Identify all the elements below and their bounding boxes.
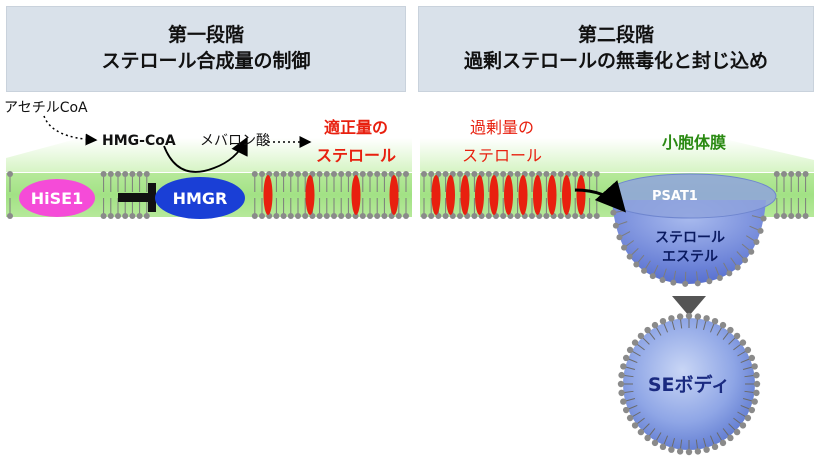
er-membrane-label: 小胞体膜 — [662, 133, 726, 152]
stage1-title: 第一段階 — [167, 24, 244, 47]
sterol-molecule — [460, 175, 470, 215]
sterol-molecule — [576, 175, 586, 215]
proper-sterol-label-2: ステロール — [316, 146, 396, 165]
bud-lipid-heads — [610, 209, 767, 287]
hmg-coa-label: HMG-CoA — [102, 133, 176, 149]
stage2-header: 第二段階 過剰ステロールの無毒化と封じ込め — [418, 6, 814, 92]
se-body-label: SEボディ — [648, 373, 730, 396]
excess-sterol-label-2: ステロール — [462, 146, 542, 165]
membrane-glow-right — [420, 138, 814, 172]
acetyl-to-hmg-arrow — [43, 115, 98, 146]
sterol-ester-label-1: ステロール — [655, 230, 725, 246]
sterol-molecule — [431, 175, 441, 215]
sterol-molecule — [475, 175, 484, 215]
sterol-ester-bud — [612, 200, 766, 284]
sterol-molecule — [351, 175, 361, 215]
sterols-proper — [263, 175, 399, 215]
sterol-molecule — [446, 175, 455, 215]
sterol-molecule — [263, 175, 273, 215]
hmgr-enzyme — [155, 177, 245, 219]
sterol-molecule — [305, 175, 315, 215]
se-body — [617, 312, 761, 456]
sterol-molecule — [533, 175, 542, 215]
hmgr-reaction-arrow — [163, 136, 248, 173]
sterol-molecule — [504, 175, 513, 215]
inhibition-bar — [148, 183, 156, 212]
sterol-molecule — [547, 175, 557, 215]
inhibition-line — [118, 193, 150, 202]
stage1-header: 第一段階 ステロール合成量の制御 — [6, 6, 406, 92]
budding-arrow-icon — [672, 296, 706, 316]
lipid-heads-right-bottom — [421, 198, 809, 219]
sterol-molecule — [489, 175, 499, 215]
psat1-label: PSAT1 — [652, 189, 698, 204]
sterol-ester-label-2: エステル — [662, 249, 718, 265]
stage1-subtitle: ステロール合成量の制御 — [101, 50, 311, 72]
proper-sterol-label-1: 適正量の — [324, 118, 388, 137]
stage2-title: 第二段階 — [577, 24, 654, 47]
hmgr-label: HMGR — [173, 189, 228, 208]
sterols-excess — [431, 175, 586, 215]
esterification-arrow — [574, 180, 626, 213]
sterol-molecule — [562, 175, 571, 215]
mevalonate-label: メバロン酸 — [200, 133, 270, 149]
excess-sterol-label-1: 過剰量の — [470, 118, 534, 137]
acetyl-coa-label: アセチルCoA — [4, 100, 88, 116]
sterol-molecule — [518, 175, 528, 215]
sterol-molecule — [389, 175, 399, 215]
stage2-subtitle: 過剰ステロールの無毒化と封じ込め — [463, 50, 768, 72]
hise1-protein — [19, 179, 95, 217]
hise1-label: HiSE1 — [31, 189, 83, 208]
